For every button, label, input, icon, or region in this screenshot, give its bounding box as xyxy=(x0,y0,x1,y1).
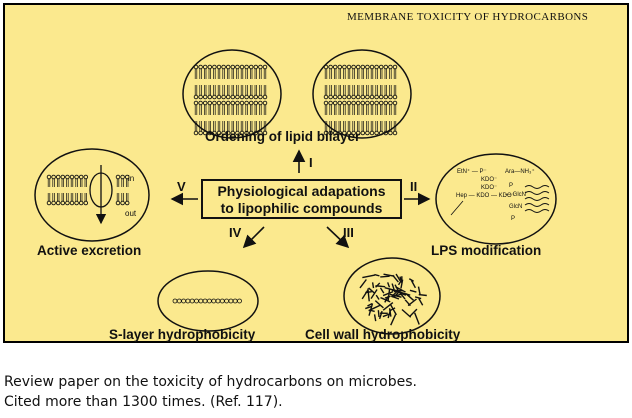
excretion-cell xyxy=(34,148,150,242)
ordering-cell-left xyxy=(182,49,282,139)
label-slayer: S-layer hydrophobicity xyxy=(109,327,256,342)
membrane-out-label: out xyxy=(125,209,137,218)
numeral-v: V xyxy=(177,179,186,194)
label-ordering: Ordening of lipid bilayer xyxy=(205,129,361,144)
ordering-cell-right xyxy=(312,49,412,139)
caption-line-2: Cited more than 1300 times. (Ref. 117). xyxy=(4,394,283,410)
slayer-cell xyxy=(157,270,259,332)
lps-p-2: P xyxy=(511,216,516,222)
numeral-ii: II xyxy=(410,179,418,194)
diagram-drawing xyxy=(34,49,557,335)
lps-p-1: P xyxy=(509,183,514,189)
lps-hep: Hep — KDO — KDO⁻ xyxy=(456,193,515,199)
membrane-in-label: in xyxy=(128,174,135,183)
cellwall-cell xyxy=(343,257,441,335)
central-process-box: Physiological adapations to lipophilic c… xyxy=(201,179,402,219)
numeral-iv: IV xyxy=(229,225,242,240)
caption-line-1: Review paper on the toxicity of hydrocar… xyxy=(4,374,417,390)
lps-kdo-2: KDO⁻ xyxy=(481,185,498,191)
label-lps: LPS modification xyxy=(431,243,542,258)
label-cellwall: Cell wall hydrophobicity xyxy=(305,327,461,342)
arrow-iii xyxy=(326,226,350,249)
lps-glcn-1: — GlcN xyxy=(505,192,526,198)
center-line-2: to lipophilic compounds xyxy=(220,200,383,216)
numeral-i: I xyxy=(309,155,313,170)
lps-cell xyxy=(435,153,557,245)
lps-kdo-1: KDO⁻ xyxy=(481,177,498,183)
arrow-iv xyxy=(242,226,265,249)
numeral-iii: III xyxy=(343,225,354,240)
lps-etn: EtN⁺ — P⁻ xyxy=(457,169,487,175)
lps-glcn-2: GlcN xyxy=(509,204,523,210)
lps-ara: Ara—NH₃⁺ xyxy=(505,169,535,175)
label-excretion: Active excretion xyxy=(37,243,142,258)
diagram-figure: MEMBRANE TOXICITY OF HYDROCARBONS xyxy=(3,3,629,343)
figure-header: MEMBRANE TOXICITY OF HYDROCARBONS xyxy=(347,11,589,23)
center-line-1: Physiological adapations xyxy=(217,183,386,199)
